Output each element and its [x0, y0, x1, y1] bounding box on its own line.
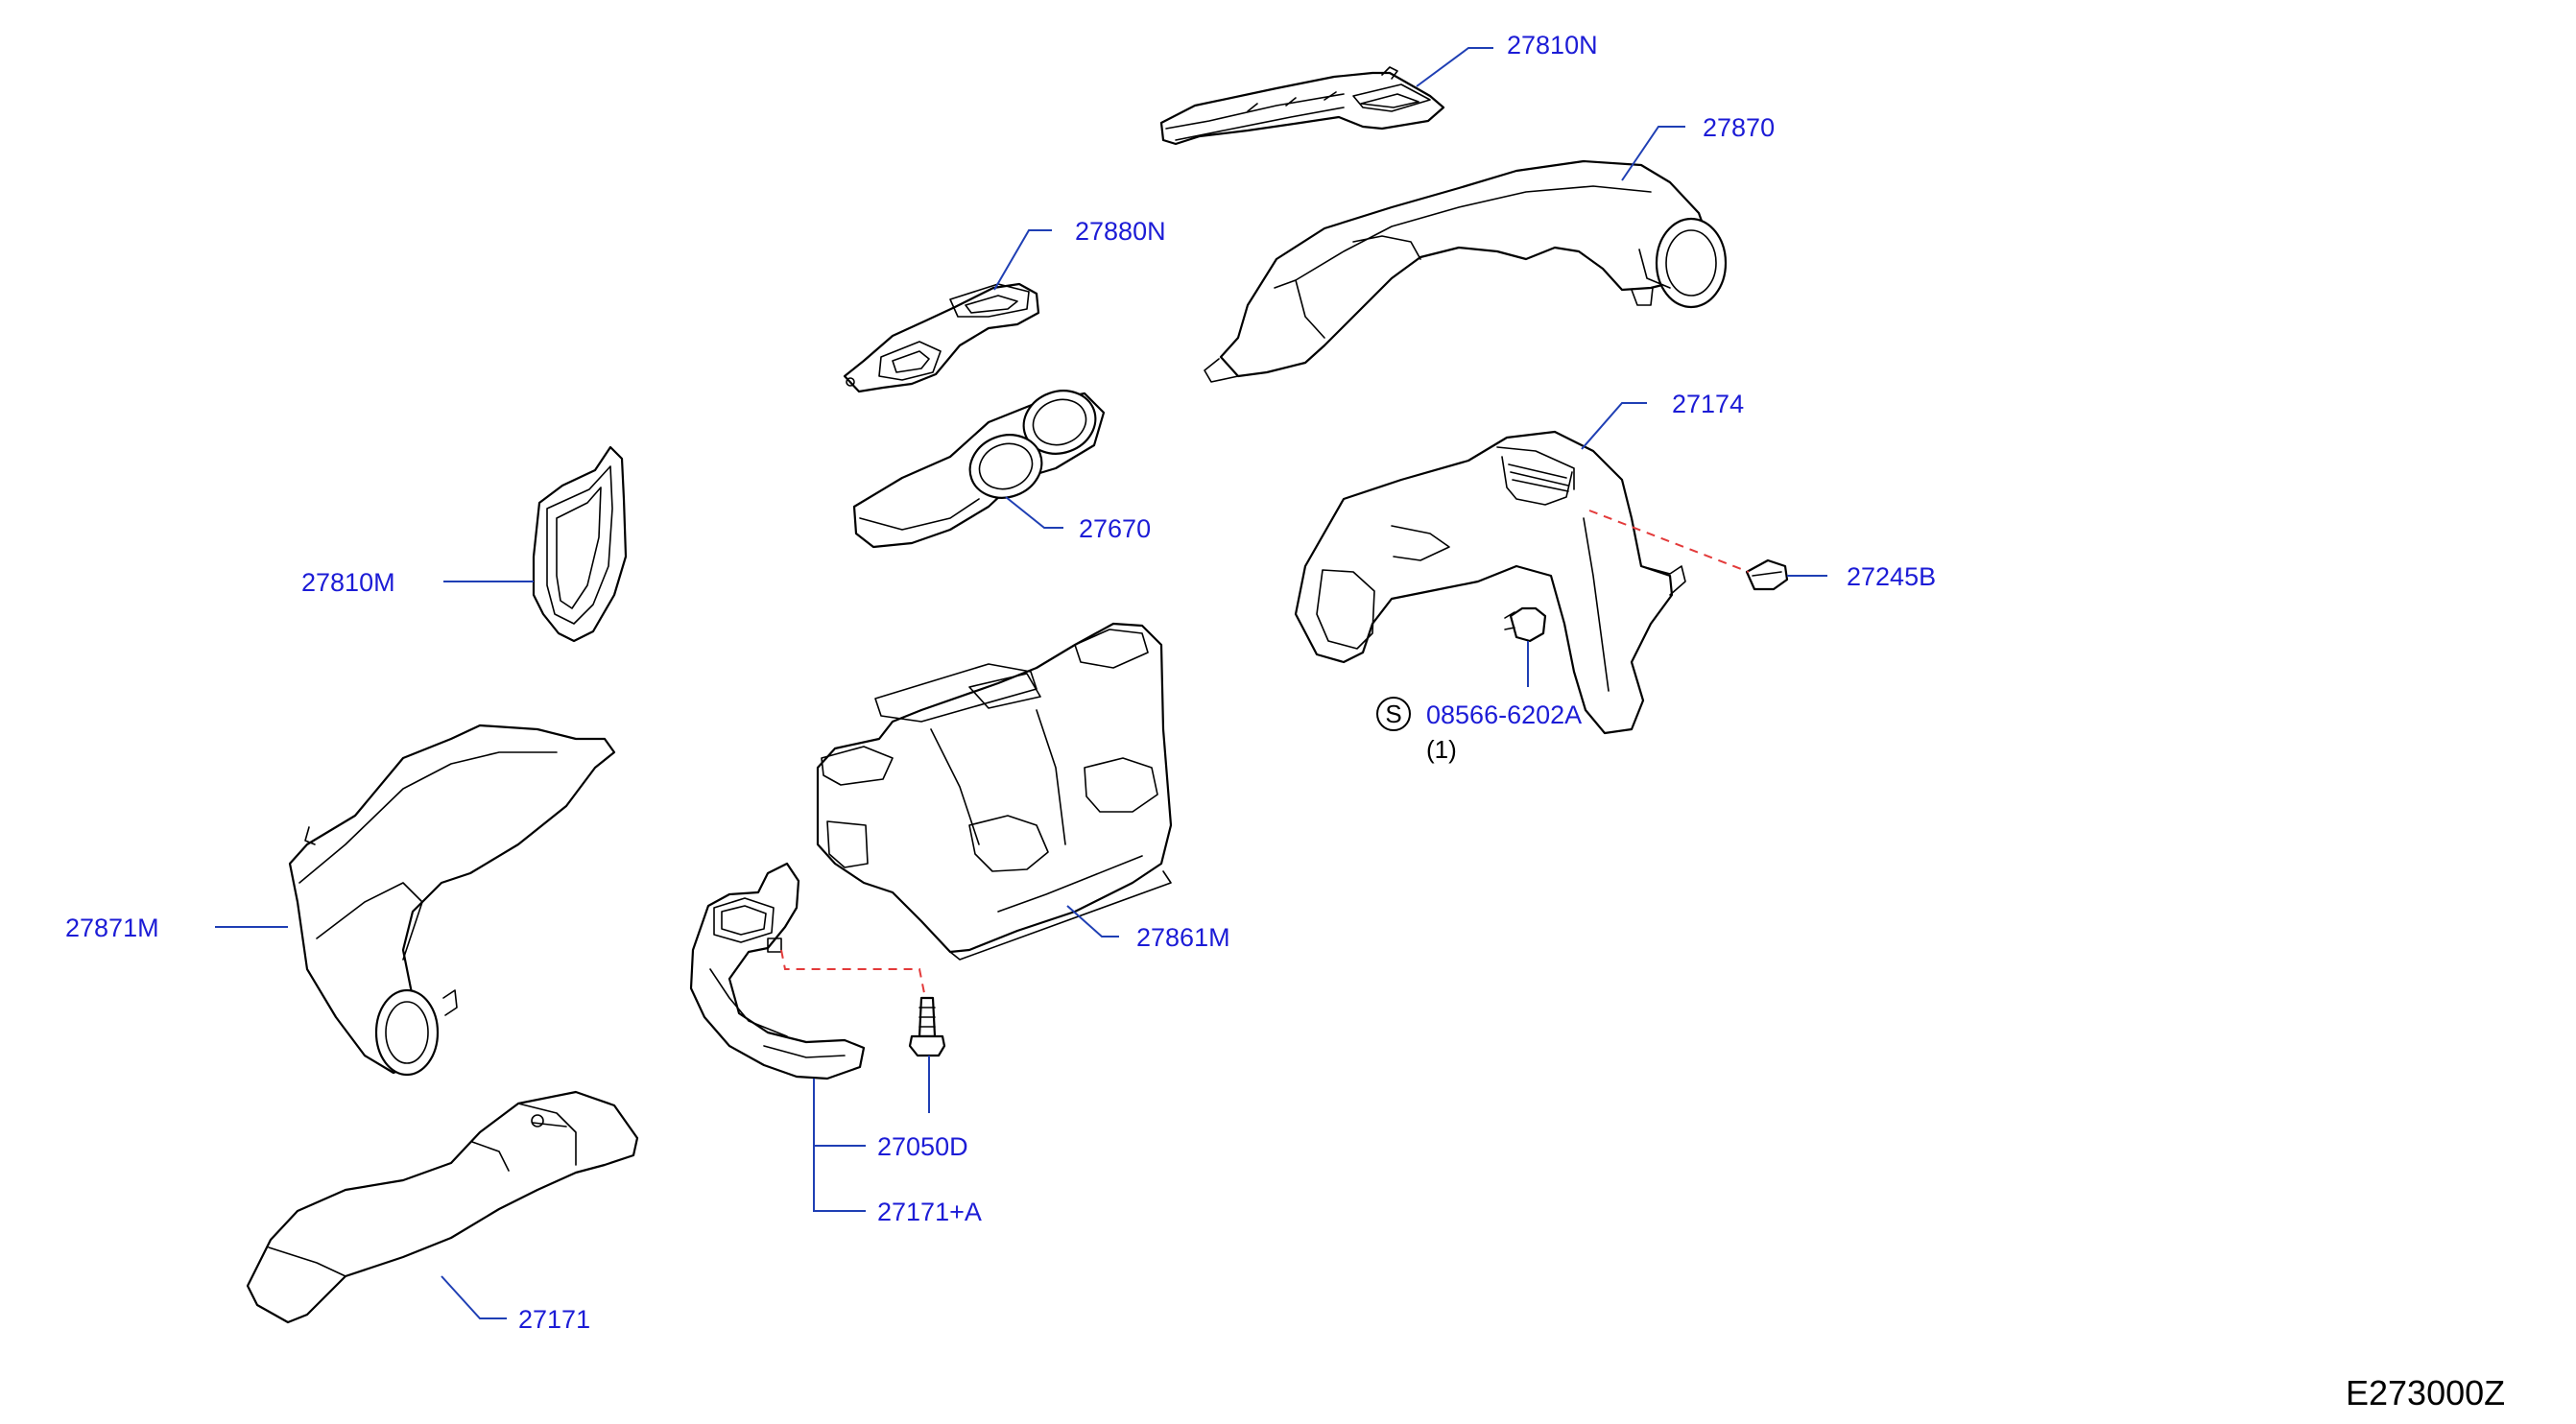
part-27810M-drawing[interactable]: [532, 445, 628, 643]
part-27050D-drawing[interactable]: [689, 862, 866, 1080]
leader-27861M: [1066, 905, 1119, 937]
leader-27880N: [993, 229, 1052, 291]
standard-part-badge-letter: S: [1385, 700, 1401, 728]
part-27245B-drawing[interactable]: [1745, 558, 1789, 591]
part-27861M-drawing[interactable]: [816, 622, 1173, 961]
callout-27871M[interactable]: 27871M: [65, 914, 159, 942]
callout-27870[interactable]: 27870: [1703, 113, 1775, 142]
callout-27861M[interactable]: 27861M: [1136, 923, 1230, 952]
part-27871M-drawing[interactable]: [288, 724, 616, 1077]
leader-27174: [1581, 402, 1647, 450]
part-08566-drawing[interactable]: [1504, 606, 1547, 643]
part-27880N-drawing[interactable]: [843, 282, 1040, 393]
callout-27810N[interactable]: 27810N: [1507, 31, 1598, 59]
callout-27050D[interactable]: 27050D: [877, 1132, 968, 1161]
callout-27670[interactable]: 27670: [1079, 514, 1151, 543]
part-27171-drawing[interactable]: [246, 1090, 639, 1324]
callout-27171+A[interactable]: 27171+A: [877, 1198, 982, 1226]
leader-27870: [1621, 126, 1685, 181]
part-27171A-drawing[interactable]: [908, 996, 946, 1057]
dash-link-27245B: [1588, 510, 1750, 573]
part-27174-drawing[interactable]: [1294, 430, 1686, 735]
diagram-reference-code: E273000Z: [2346, 1373, 2505, 1412]
leader-27171: [441, 1275, 507, 1319]
callout-27245B[interactable]: 27245B: [1847, 562, 1936, 591]
callout-27810M[interactable]: 27810M: [301, 568, 395, 597]
callout-27174[interactable]: 27174: [1672, 390, 1744, 418]
standard-part-badge: [1376, 697, 1411, 731]
callout-08566-6202A[interactable]: 08566-6202A: [1426, 700, 1582, 729]
callout-27880N[interactable]: 27880N: [1075, 217, 1166, 246]
leader-27171A: [813, 1146, 866, 1212]
part-27810N-drawing[interactable]: [1159, 66, 1445, 146]
leader-27050D: [813, 1079, 866, 1147]
dash-link-27050D: [780, 949, 926, 999]
leader-27670: [1005, 496, 1063, 529]
quantity-08566-6202A: (1): [1426, 735, 1457, 764]
part-27670-drawing[interactable]: [852, 381, 1106, 549]
leader-27810N: [1416, 47, 1493, 87]
part-27870-drawing[interactable]: [1204, 159, 1728, 383]
callout-27171[interactable]: 27171: [518, 1305, 590, 1334]
